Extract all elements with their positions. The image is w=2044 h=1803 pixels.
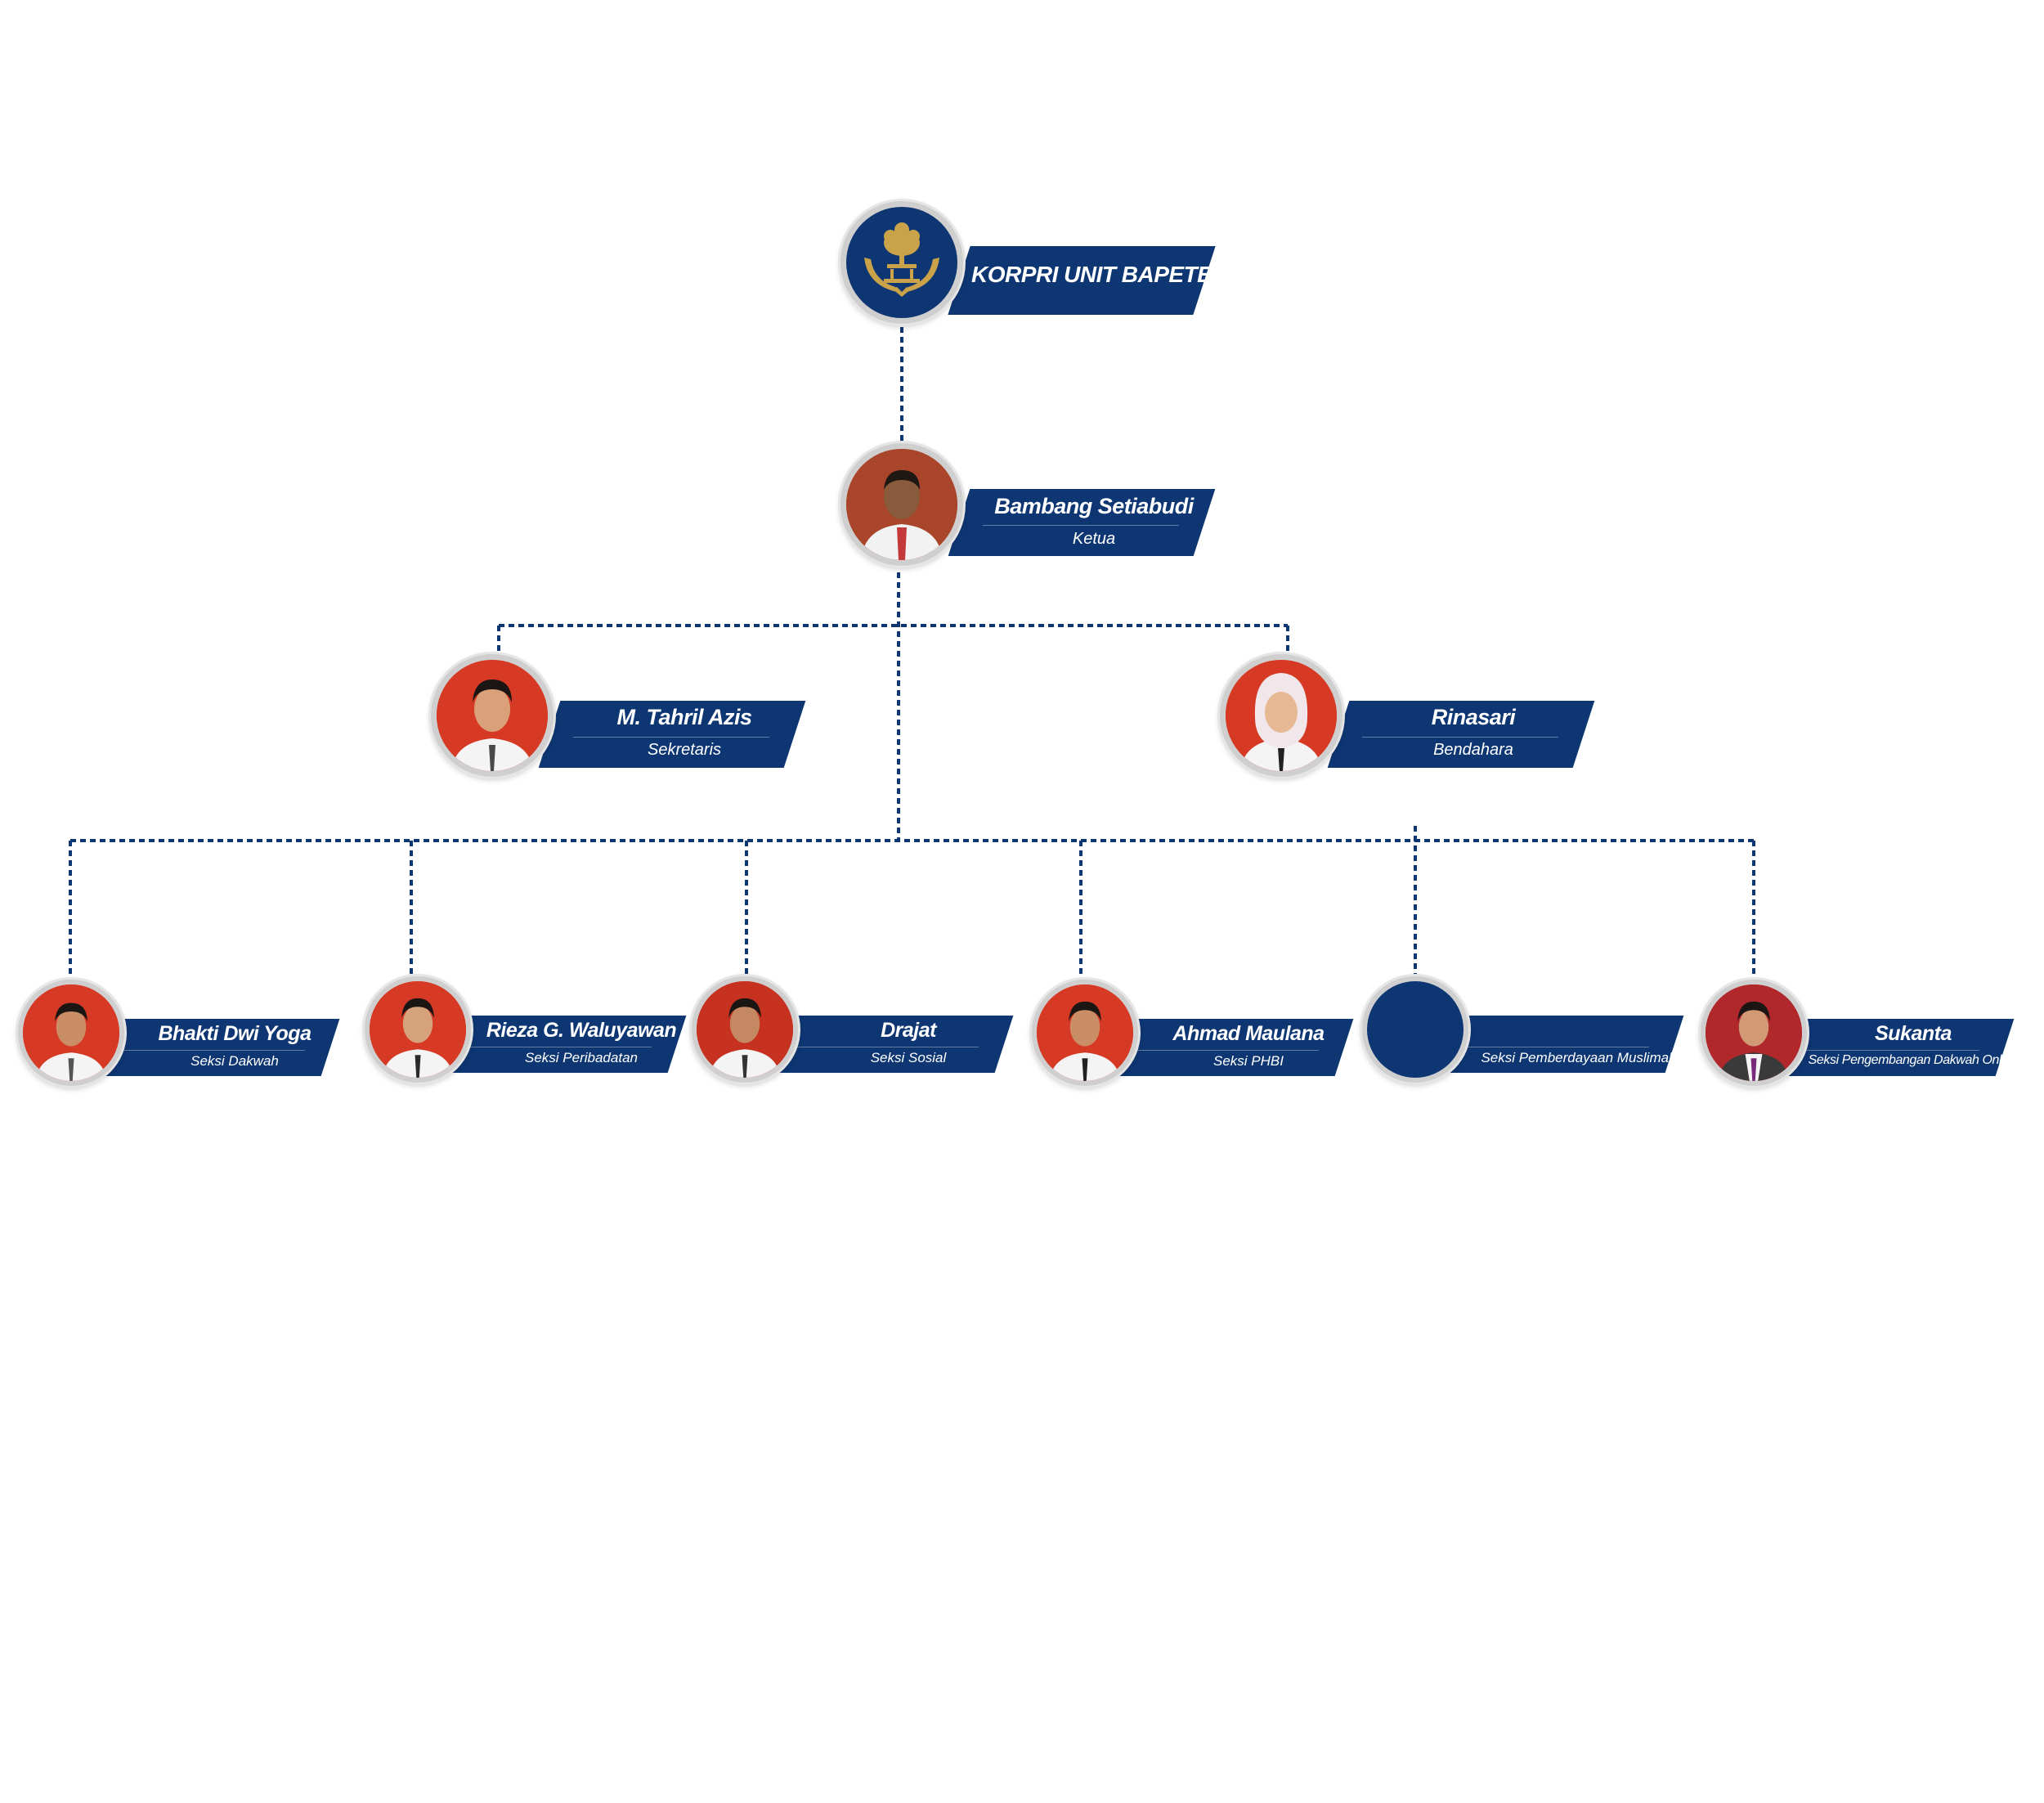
section-role: Seksi Pemberdayaan Muslimah [1481, 1050, 1677, 1065]
person-photo-icon [846, 449, 957, 560]
person-photo-icon [1706, 984, 1802, 1081]
section-member-name: Bhakti Dwi Yoga [158, 1022, 312, 1045]
person-photo-icon [370, 981, 466, 1078]
org-title: KORPRI UNIT BAPETEN [971, 262, 1229, 287]
person-photo-icon [437, 660, 548, 771]
treasurer-avatar [1220, 654, 1342, 777]
chairman-node: Bambang Setiabudi Ketua [840, 443, 1217, 582]
section-member-avatar [1701, 980, 1807, 1086]
section-member-avatar-empty [1362, 976, 1468, 1083]
section-node-3: Drajat Seksi Sosial [692, 976, 1068, 1115]
section-node-5: Seksi Pemberdayaan Muslimah [1362, 976, 1738, 1115]
treasurer-role: Bendahara [1433, 741, 1513, 759]
section-node-6: Sukanta Seksi Pengembangan Dakwah Online [1701, 980, 2044, 1119]
section-member-name: Ahmad Maulana [1172, 1022, 1325, 1045]
secretary-avatar [431, 654, 554, 777]
section-role: Seksi Sosial [870, 1050, 947, 1065]
chairman-role: Ketua [1072, 530, 1116, 548]
person-photo-icon [697, 981, 793, 1078]
section-member-avatar [365, 976, 471, 1083]
org-root-node: KORPRI UNIT BAPETEN [840, 201, 1229, 340]
section-member-name: Rieza G. Waluyawan [486, 1019, 677, 1042]
treasurer-node: Rinasari Bendahara [1220, 654, 1596, 793]
section-role: Seksi PHBI [1213, 1053, 1284, 1069]
treasurer-name: Rinasari [1431, 705, 1516, 729]
section-node-4: Ahmad Maulana Seksi PHBI [1032, 980, 1408, 1119]
secretary-name: M. Tahril Azis [616, 705, 752, 729]
section-member-avatar [1032, 980, 1138, 1086]
chairman-name: Bambang Setiabudi [994, 494, 1194, 518]
korpri-emblem [840, 201, 963, 324]
section-node-2: Rieza G. Waluyawan Seksi Peribadatan [365, 976, 741, 1115]
section-role: Seksi Pengembangan Dakwah Online [1808, 1053, 2019, 1067]
section-role: Seksi Peribadatan [525, 1050, 638, 1065]
chairman-avatar [840, 443, 963, 566]
korpri-emblem-icon [864, 222, 939, 297]
section-member-avatar [18, 980, 124, 1086]
section-member-name: Drajat [881, 1019, 936, 1042]
secretary-node: M. Tahril Azis Sekretaris [431, 654, 807, 793]
person-photo-icon [1226, 660, 1337, 771]
person-photo-icon [1037, 984, 1133, 1081]
person-photo-icon [23, 984, 119, 1081]
section-role: Seksi Dakwah [191, 1053, 279, 1069]
secretary-role: Sekretaris [647, 741, 722, 759]
section-member-name: Sukanta [1875, 1022, 1952, 1045]
section-node-1: Bhakti Dwi Yoga Seksi Dakwah [18, 980, 394, 1119]
section-member-avatar [692, 976, 798, 1083]
